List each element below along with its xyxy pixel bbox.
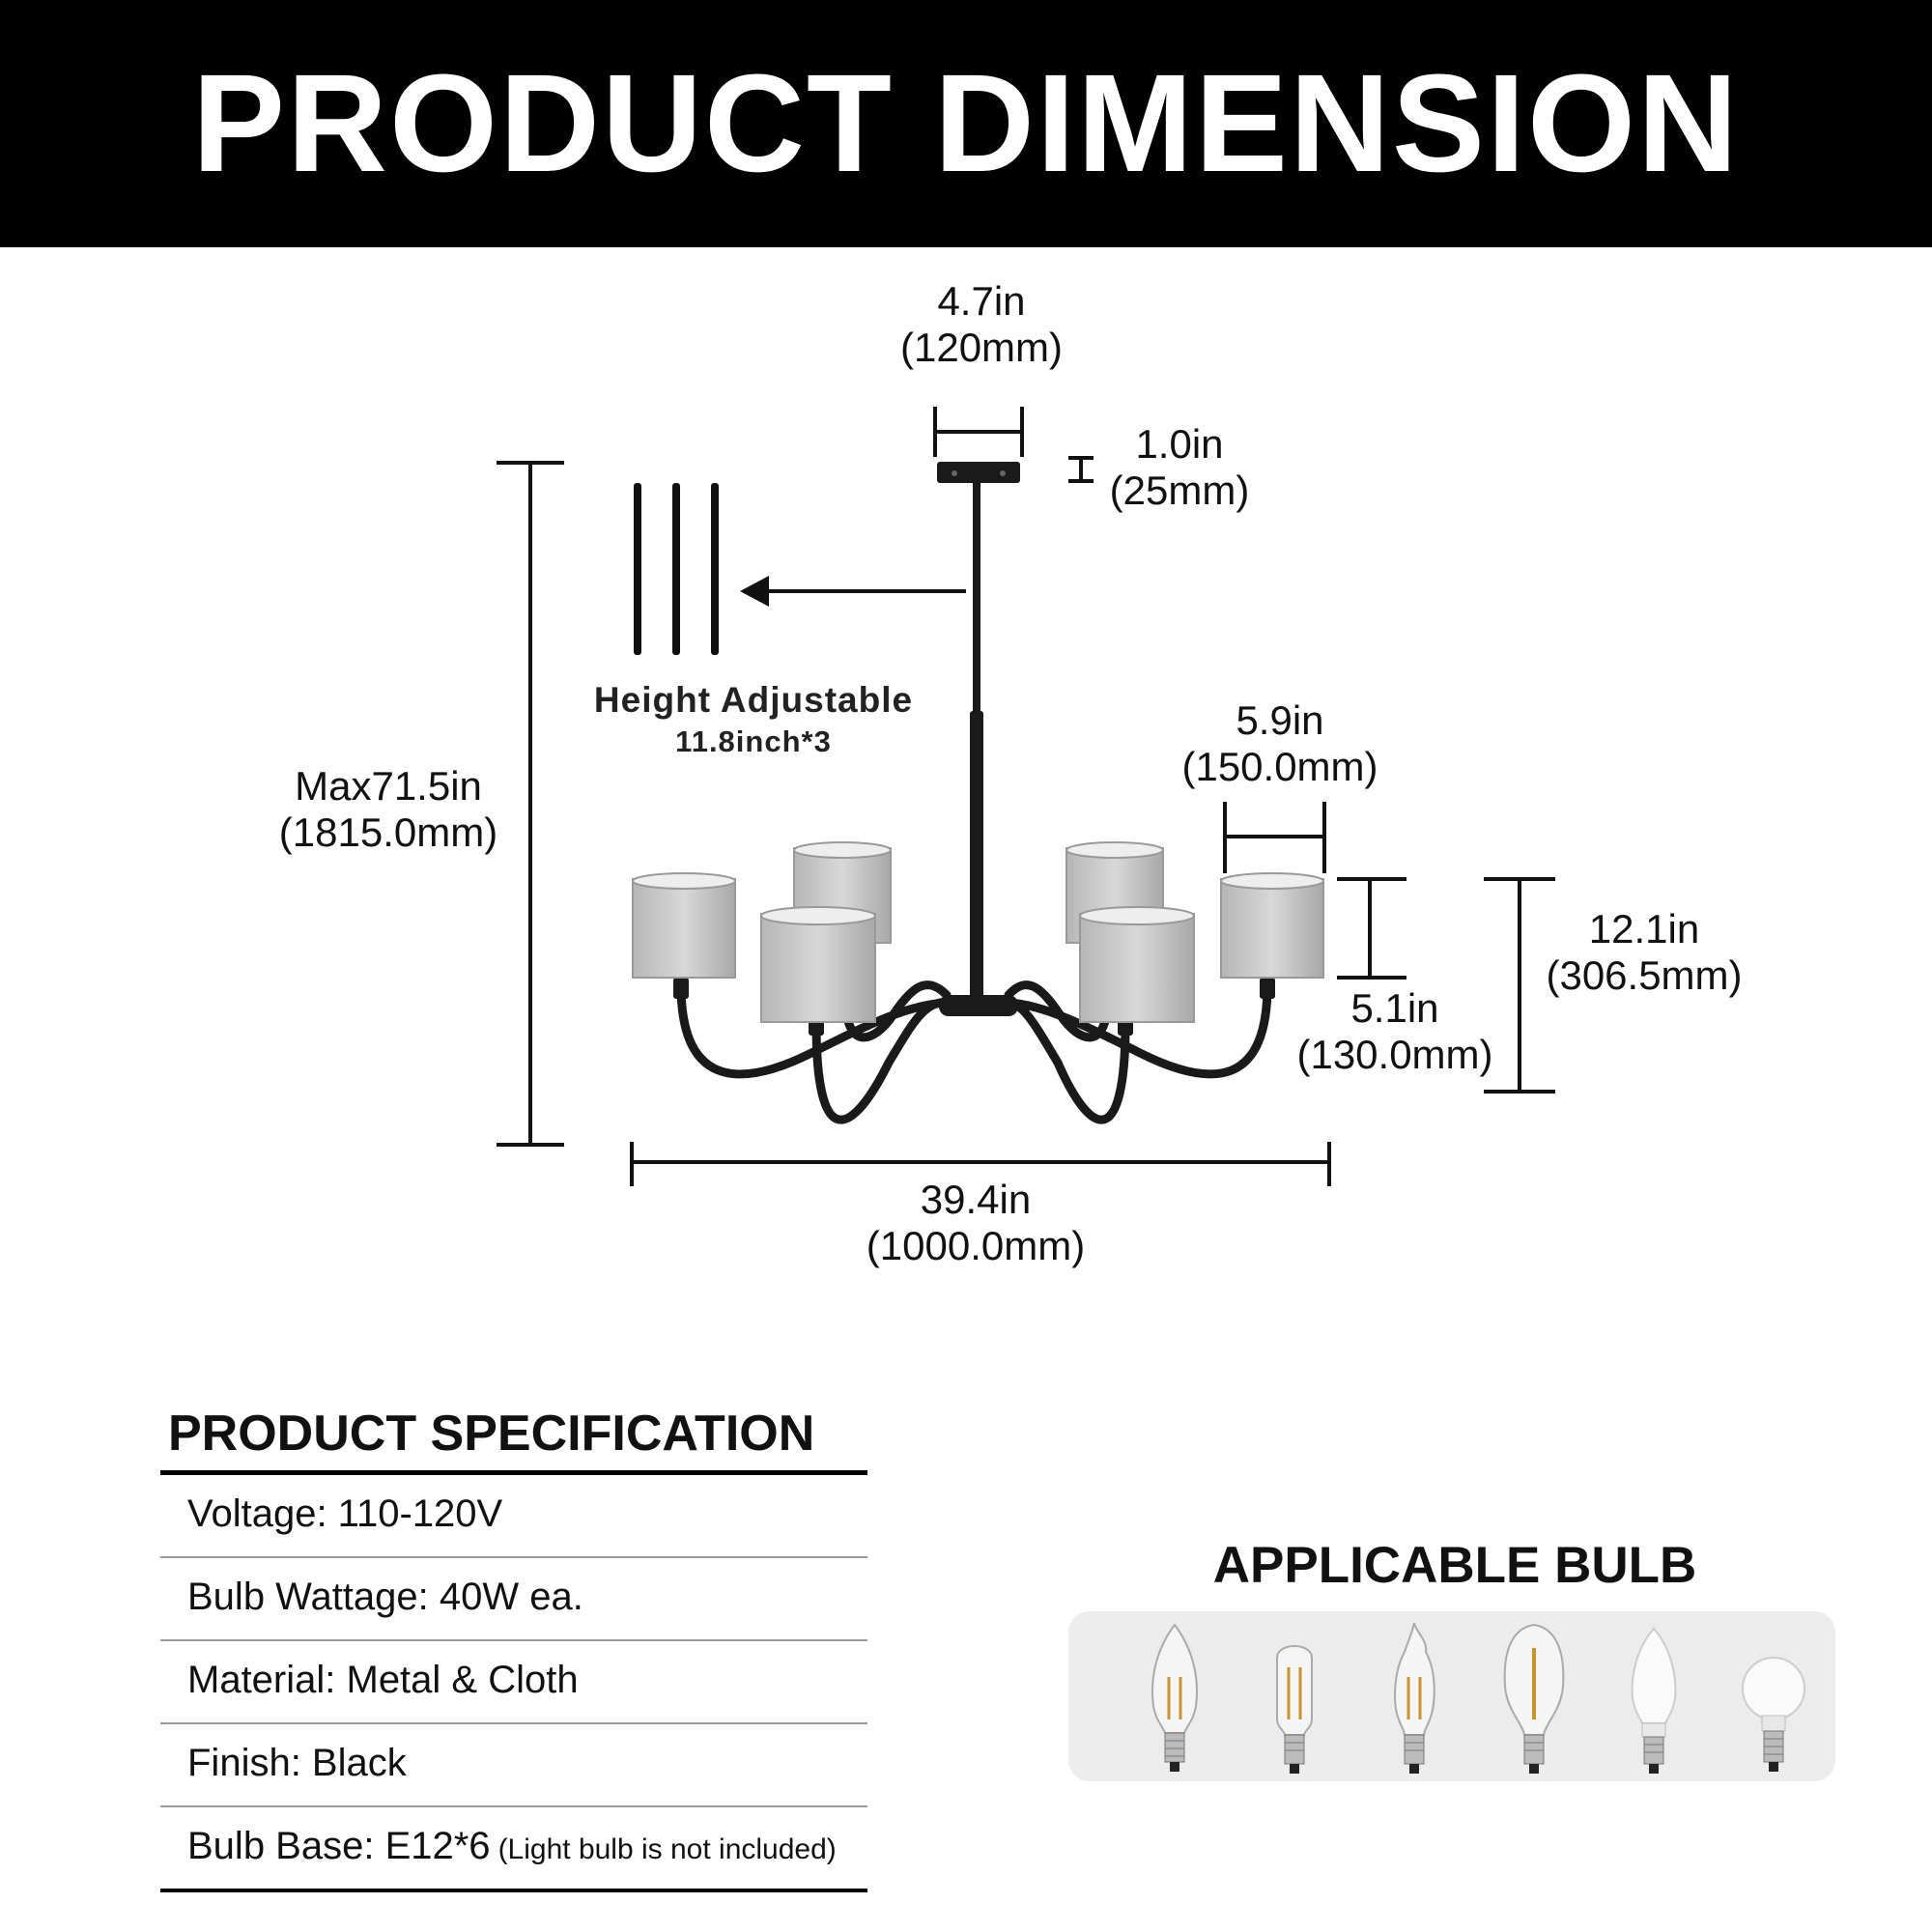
height-adjustable-detail: 11.8inch*3 xyxy=(675,724,832,758)
spec-row: Finish: Black xyxy=(160,1724,867,1807)
chandelier-diagram xyxy=(497,407,1555,1186)
spec-text: Voltage: 110-120V xyxy=(187,1492,503,1535)
overall-width-label: 39.4in (1000.0mm) xyxy=(866,1177,1086,1268)
overall-width-dimension-line xyxy=(630,1142,1331,1186)
page-title: PRODUCT DIMENSION xyxy=(191,45,1741,201)
max-height-label: Max71.5in (1815.0mm) xyxy=(278,763,498,855)
height-adjustable-title: Height Adjustable xyxy=(593,680,914,720)
arrow-left-icon xyxy=(740,576,966,607)
spec-text: Bulb Base: E12*6 xyxy=(187,1825,491,1867)
specification-title-rule xyxy=(160,1470,867,1475)
body-height-label: 12.1in (306.5mm) xyxy=(1546,906,1743,998)
spec-row: Bulb Wattage: 40W ea. xyxy=(160,1558,867,1641)
body-height-dimension-line xyxy=(1484,877,1555,1094)
spec-text: Bulb Wattage: 40W ea. xyxy=(187,1576,583,1618)
extension-rods-icon xyxy=(634,483,719,655)
shade-width-label: 5.9in (150.0mm) xyxy=(1181,697,1378,789)
spec-row: Bulb Base: E12*6(Light bulb is not inclu… xyxy=(160,1807,867,1892)
product-specification: PRODUCT SPECIFICATION Voltage: 110-120V … xyxy=(160,1403,867,1892)
spec-row: Voltage: 110-120V xyxy=(160,1475,867,1558)
max-height-dimension-line xyxy=(497,461,564,1147)
shade-height-dimension-line xyxy=(1337,877,1406,980)
shade-width-dimension-line xyxy=(1223,802,1326,873)
applicable-bulb-title: APPLICABLE BULB xyxy=(1212,1537,1697,1594)
spec-text: Material: Metal & Cloth xyxy=(187,1659,579,1701)
spec-row: Material: Metal & Cloth xyxy=(160,1641,867,1724)
flame-tip-filament-bulb-icon xyxy=(1394,1622,1435,1774)
shade-height-label: 5.1in (130.0mm) xyxy=(1296,985,1493,1077)
header-bar: PRODUCT DIMENSION xyxy=(0,0,1932,247)
canopy-height-dimension-line xyxy=(1068,456,1094,483)
globe-bulb-icon xyxy=(1742,1657,1805,1772)
tubular-filament-bulb-icon xyxy=(1276,1645,1313,1774)
specification-title: PRODUCT SPECIFICATION xyxy=(168,1406,815,1462)
chandelier-image xyxy=(632,462,1324,1124)
height-adjustable-label: Height Adjustable 11.8inch*3 xyxy=(541,680,966,759)
applicable-bulb-panel xyxy=(1068,1611,1835,1781)
canopy-width-label: 4.7in (120mm) xyxy=(899,278,1064,370)
spec-note: (Light bulb is not included) xyxy=(497,1833,837,1865)
canopy-height-label: 1.0in (25mm) xyxy=(1109,421,1250,513)
edison-st-bulb-icon xyxy=(1503,1623,1565,1774)
candle-filament-bulb-icon xyxy=(1151,1623,1198,1772)
canopy-width-dimension-line xyxy=(933,407,1024,457)
frosted-candle-bulb-icon xyxy=(1631,1627,1677,1774)
spec-text: Finish: Black xyxy=(187,1742,407,1784)
